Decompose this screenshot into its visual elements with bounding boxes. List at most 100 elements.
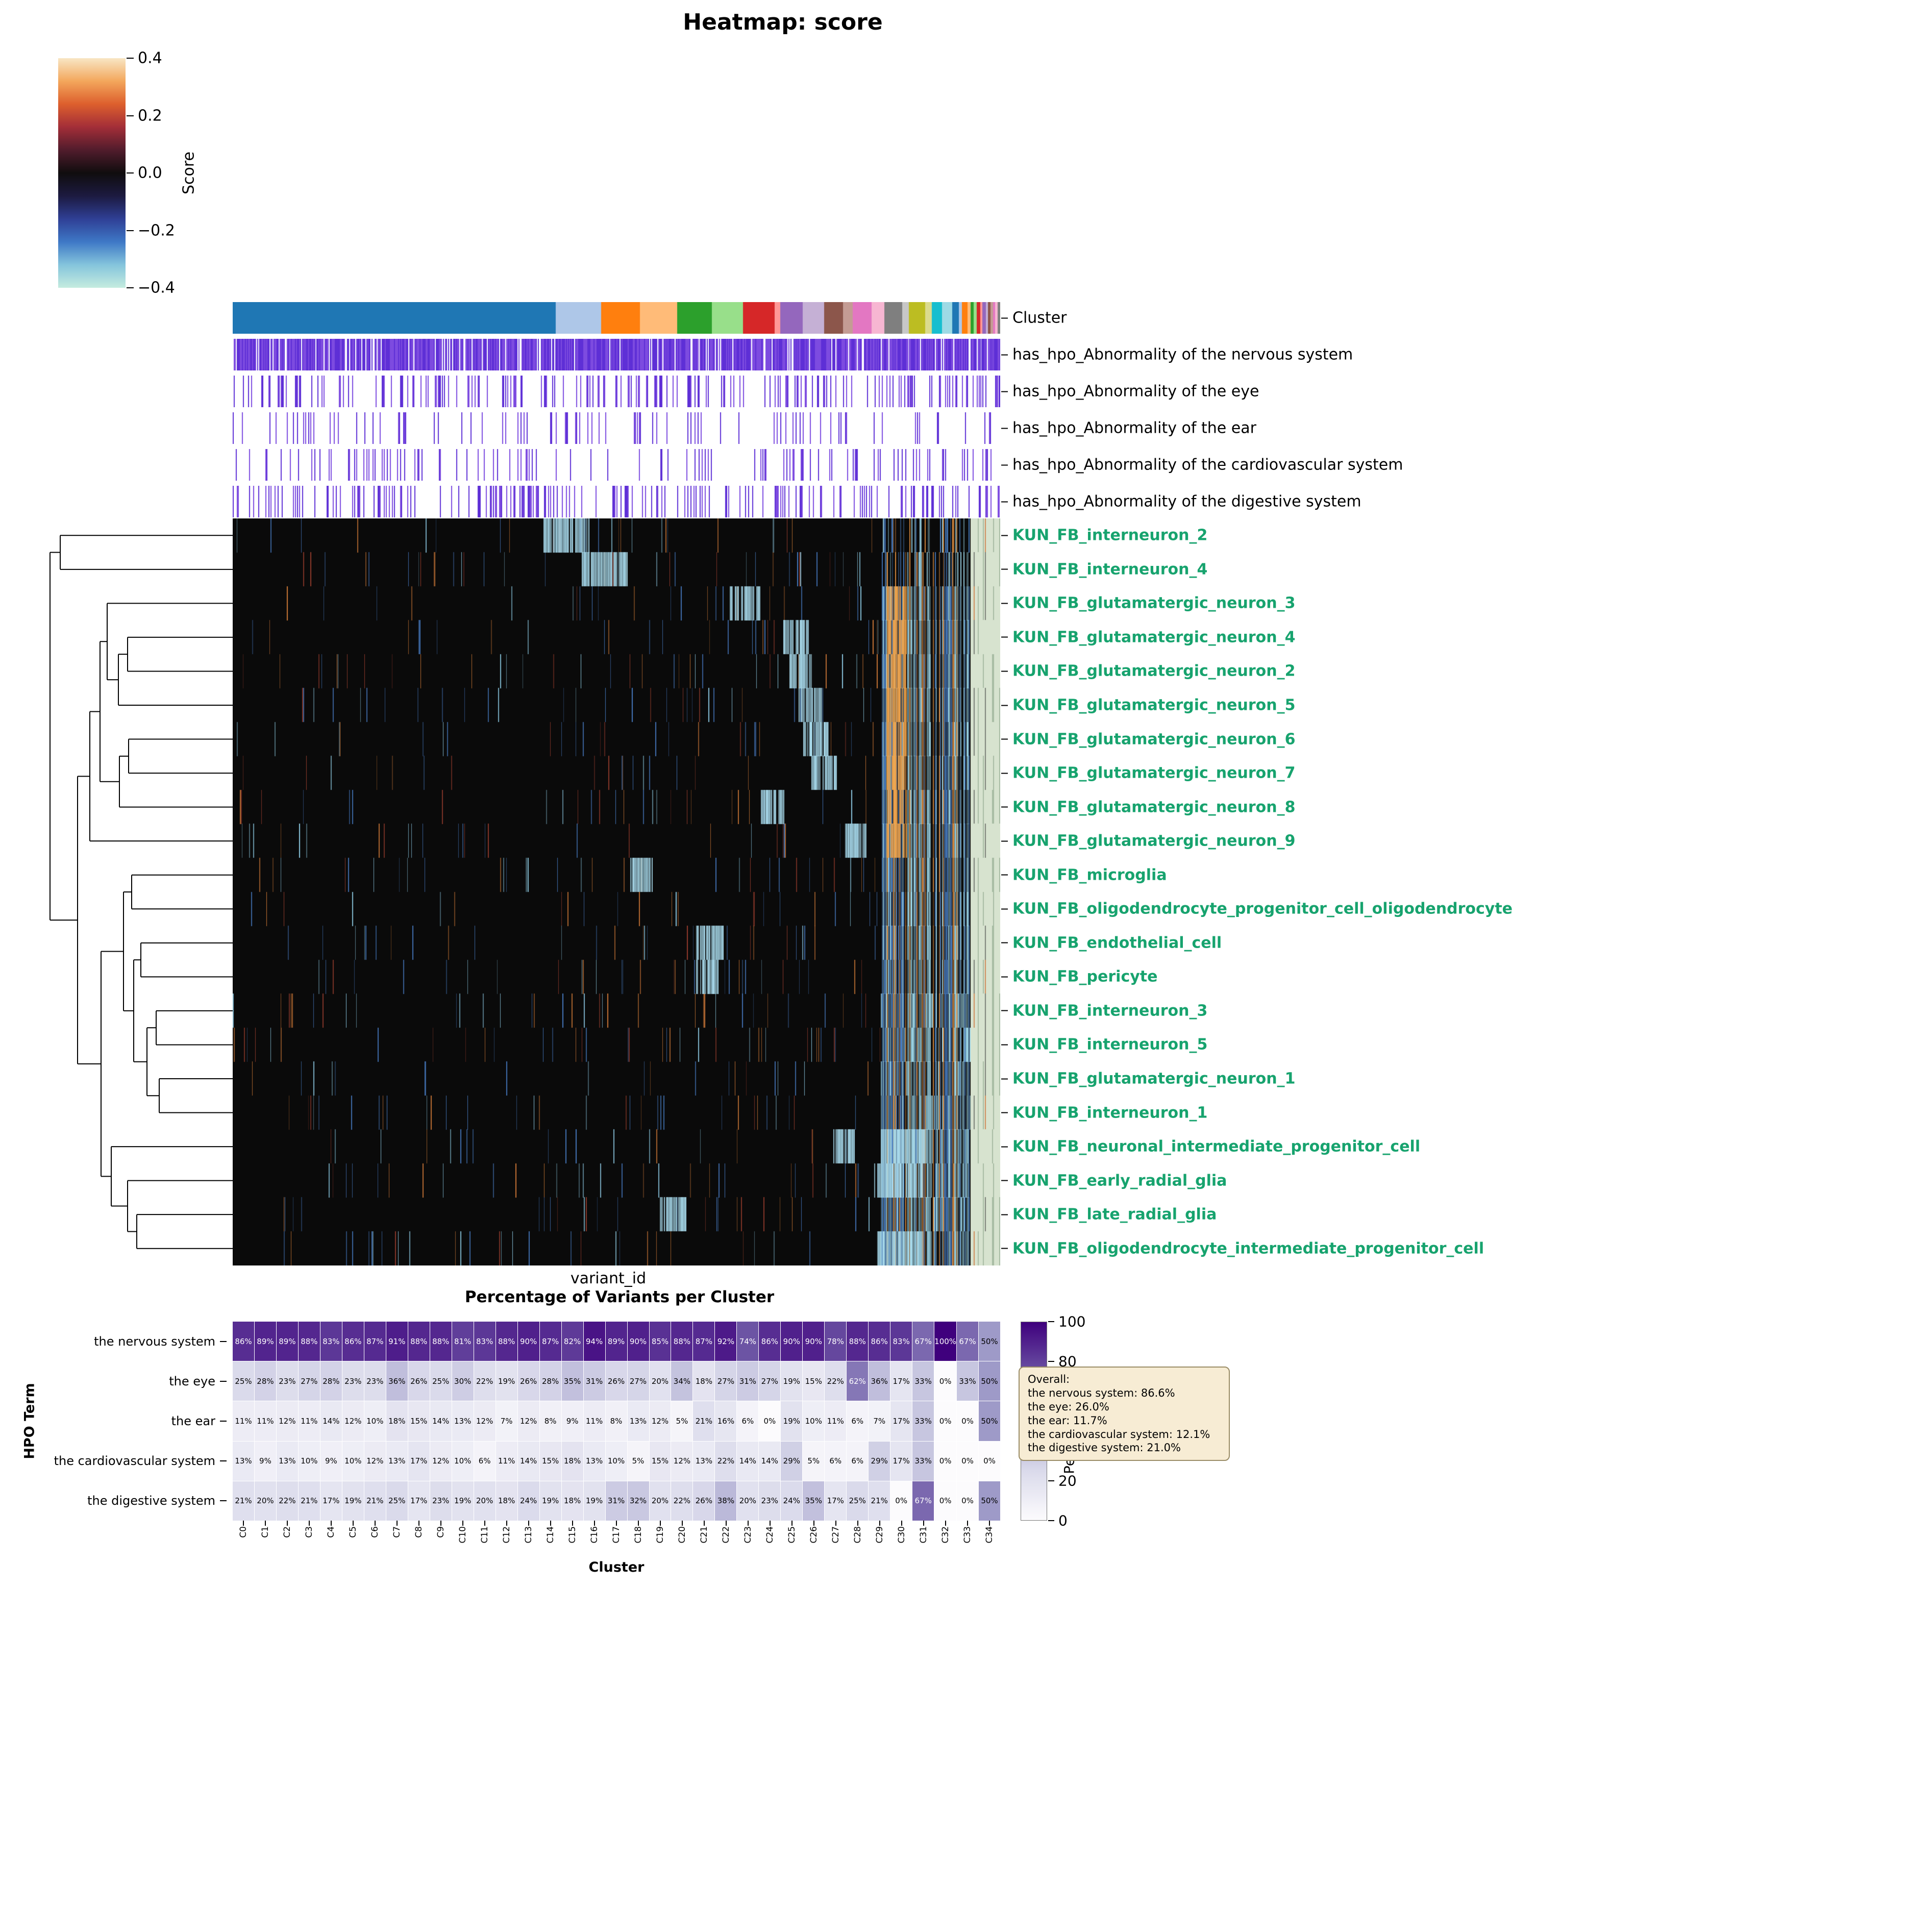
pct-cell: 9% xyxy=(254,1441,276,1481)
pct-cell: 82% xyxy=(561,1322,583,1361)
pct-cell-value: 9% xyxy=(566,1416,579,1426)
score-colorbar-tick-label: 0.0 xyxy=(138,164,162,182)
score-colorbar-tick xyxy=(127,58,134,59)
tick-dash xyxy=(1001,535,1008,536)
overall-stats-box: Overall: the nervous system: 86.6%the ey… xyxy=(1019,1367,1230,1461)
pct-cell-value: 83% xyxy=(323,1336,340,1346)
pct-col-tick xyxy=(550,1521,552,1526)
pct-cell-value: 100% xyxy=(934,1336,957,1346)
pct-cell-value: 29% xyxy=(783,1456,800,1466)
tick-dash xyxy=(1001,976,1008,978)
pct-cell: 23% xyxy=(276,1361,298,1401)
pct-col-label: C9 xyxy=(436,1526,447,1538)
pct-cell: 11% xyxy=(496,1441,517,1481)
pct-cell-value: 10% xyxy=(344,1456,362,1466)
heatmap-row-label: KUN_FB_glutamatergic_neuron_5 xyxy=(1001,697,1295,714)
pct-cell: 18% xyxy=(561,1441,583,1481)
tick-dash xyxy=(1001,806,1008,808)
pct-col-tick xyxy=(769,1521,771,1526)
pct-cell: 18% xyxy=(561,1481,583,1521)
pct-col-label: C22 xyxy=(721,1526,731,1544)
pct-cell-value: 8% xyxy=(544,1416,557,1426)
pct-cell: 11% xyxy=(233,1401,254,1441)
pct-cell-value: 27% xyxy=(301,1376,318,1386)
pct-cell-value: 17% xyxy=(893,1416,910,1426)
heatmap-row-label-text: KUN_FB_oligodendrocyte_progenitor_cell_o… xyxy=(1012,900,1513,918)
pct-cell-value: 8% xyxy=(610,1416,623,1426)
pct-cell: 88% xyxy=(496,1322,517,1361)
pct-cell: 32% xyxy=(627,1481,649,1521)
pct-cell: 25% xyxy=(430,1361,452,1401)
pct-cell: 21% xyxy=(364,1481,386,1521)
pct-cell-value: 13% xyxy=(279,1456,296,1466)
pct-col-tick xyxy=(506,1521,508,1526)
pct-cell-value: 15% xyxy=(805,1376,822,1386)
pct-cell-value: 67% xyxy=(914,1496,932,1506)
pct-col-tick xyxy=(791,1521,792,1526)
pct-cell-value: 89% xyxy=(257,1336,274,1346)
score-colorbar-tick xyxy=(127,230,134,231)
pct-row-label-text: the eye xyxy=(169,1374,215,1388)
pct-cell: 27% xyxy=(759,1361,781,1401)
pct-cell-value: 87% xyxy=(541,1336,559,1346)
pct-col-label: C23 xyxy=(742,1526,753,1544)
pct-cell: 0% xyxy=(957,1481,979,1521)
pct-cell: 0% xyxy=(957,1401,979,1441)
pct-cell: 21% xyxy=(869,1481,890,1521)
pct-row-label: the nervous system xyxy=(0,1334,227,1349)
pct-cell: 83% xyxy=(320,1322,342,1361)
pct-cell-value: 35% xyxy=(805,1496,822,1506)
pct-cell-value: 22% xyxy=(279,1496,296,1506)
pct-cell-value: 27% xyxy=(717,1376,735,1386)
pct-cell: 0% xyxy=(934,1481,957,1521)
pct-row-label-text: the ear xyxy=(171,1414,215,1428)
pct-cell: 10% xyxy=(298,1441,320,1481)
pct-cell-value: 11% xyxy=(498,1456,515,1466)
pct-col-label: C24 xyxy=(764,1526,775,1544)
heatmap-row-label: KUN_FB_glutamatergic_neuron_4 xyxy=(1001,628,1295,646)
pct-cell: 14% xyxy=(430,1401,452,1441)
pct-col-label: C17 xyxy=(611,1526,622,1544)
pct-cell-value: 17% xyxy=(827,1496,844,1506)
annotation-label-text: has_hpo_Abnormality of the nervous syste… xyxy=(1012,345,1353,364)
pct-cell: 28% xyxy=(320,1361,342,1401)
pct-cell: 86% xyxy=(342,1322,364,1361)
pct-cell-value: 14% xyxy=(761,1456,779,1466)
pct-cell-value: 78% xyxy=(827,1336,844,1346)
pct-cell: 89% xyxy=(254,1322,276,1361)
pct-cell: 13% xyxy=(386,1441,408,1481)
heatmap-row-label: KUN_FB_microglia xyxy=(1001,866,1167,884)
pct-cell-value: 6% xyxy=(829,1456,842,1466)
heatmap-row-label-text: KUN_FB_late_radial_glia xyxy=(1012,1205,1217,1224)
pct-cell-value: 22% xyxy=(827,1376,844,1386)
pct-col-label: C21 xyxy=(699,1526,709,1544)
pct-cell-value: 0% xyxy=(939,1456,952,1466)
score-colorbar-tick xyxy=(127,115,134,116)
pct-cell-value: 7% xyxy=(873,1416,886,1426)
pct-cell-value: 15% xyxy=(541,1456,559,1466)
pct-cell: 21% xyxy=(233,1481,254,1521)
pct-cell-value: 88% xyxy=(301,1336,318,1346)
pct-cell-value: 86% xyxy=(235,1336,252,1346)
pct-cell-value: 13% xyxy=(695,1456,713,1466)
pct-cell-value: 21% xyxy=(871,1496,888,1506)
pct-cell: 31% xyxy=(737,1361,759,1401)
pct-cell: 67% xyxy=(912,1481,934,1521)
heatmap-row-label: KUN_FB_early_radial_glia xyxy=(1001,1172,1227,1189)
annotation-label-text: has_hpo_Abnormality of the cardiovascula… xyxy=(1012,456,1403,474)
pct-col-label: C3 xyxy=(304,1526,315,1538)
tick-dash xyxy=(1001,908,1008,910)
pct-cell-value: 13% xyxy=(629,1416,647,1426)
pct-cell: 10% xyxy=(342,1441,364,1481)
tick-dash xyxy=(1001,464,1008,465)
pct-cell: 7% xyxy=(496,1401,517,1441)
pct-col-tick xyxy=(243,1521,244,1526)
pct-cell: 26% xyxy=(605,1361,627,1401)
heatmap-row-label: KUN_FB_interneuron_4 xyxy=(1001,560,1207,578)
pct-cell: 17% xyxy=(890,1441,912,1481)
pct-cell-value: 17% xyxy=(410,1496,428,1506)
heatmap-row-label: KUN_FB_pericyte xyxy=(1001,968,1157,986)
pct-cell: 23% xyxy=(430,1481,452,1521)
pct-cell: 18% xyxy=(496,1481,517,1521)
